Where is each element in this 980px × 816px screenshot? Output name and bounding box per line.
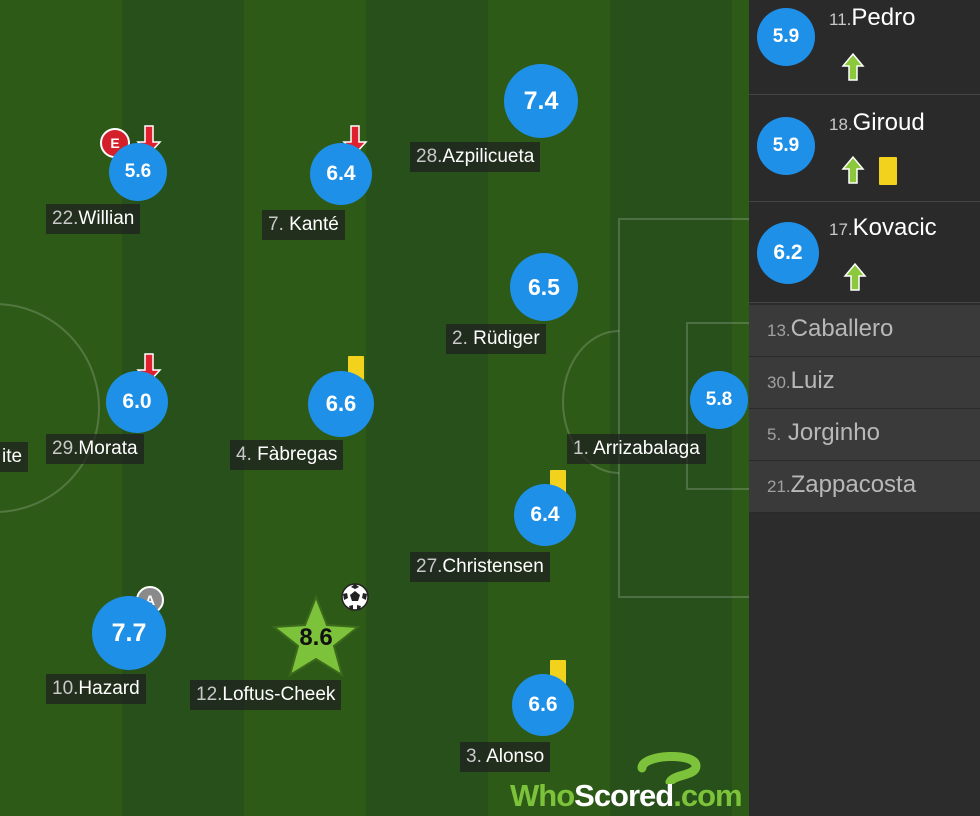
logo-text-who: Who [510,778,575,813]
rating-bubble: 6.0 [106,371,168,433]
substitute-row[interactable]: 5.9 18.Giroud [749,95,980,202]
question-mark-logo-icon [637,752,701,784]
player-label: 2. Rüdiger [446,324,546,354]
sub-on-arrow-icon [841,155,865,184]
player-label: 1. Arrizabalaga [567,434,706,464]
rating-bubble: 7.4 [504,64,578,138]
sub-on-arrow-icon [841,52,865,81]
player-label: 7. Kanté [262,210,345,240]
logo-text-scored: Scored [574,778,674,813]
rating-bubble: 5.9 [757,117,815,175]
rating-bubble: 5.6 [109,143,167,201]
logo-text-dot: .com [673,778,742,813]
substitutes-panel: 5.9 11.Pedro 5.9 18.Giroud 6.2 17.Kovaci… [749,0,980,816]
yellow-card-icon [879,157,897,185]
player-label: 28.Azpilicueta [410,142,541,172]
player-label: 4. Fàbregas [230,440,344,470]
player-label: 3. Alonso [460,742,551,772]
rating-bubble: 6.4 [514,484,576,546]
center-circle [0,303,100,513]
player-name: 5. Jorginho [767,419,880,446]
substitute-row[interactable]: 6.2 17.Kovacic [749,202,980,303]
rating-bubble: 6.4 [310,143,372,205]
whoscored-logo: WhoScored.com [510,748,743,813]
rating-bubble: 7.7 [92,596,166,670]
player-name: 18.Giroud [829,109,925,136]
bench-row[interactable]: 5. Jorginho [749,409,980,461]
player-name: 11.Pedro [829,4,916,31]
player-label-partial: ite [0,442,29,472]
player-name: 30.Luiz [767,367,835,394]
rating-value: 8.6 [299,624,333,651]
player-label: 22.Willian [46,204,141,234]
sub-on-arrow-icon [843,262,867,291]
bench-row[interactable]: 21.Zappacosta [749,461,980,513]
bench-row[interactable]: 13.Caballero [749,305,980,357]
rating-bubble: 6.6 [512,674,574,736]
rating-bubble: 5.8 [690,371,748,429]
player-label: 12.Loftus-Cheek [190,680,342,710]
rating-bubble: 5.9 [757,8,815,66]
rating-bubble: 6.5 [510,253,578,321]
player-name: 21.Zappacosta [767,471,917,498]
bench-row[interactable]: 30.Luiz [749,357,980,409]
player-name: 17.Kovacic [829,214,937,241]
player-label: 29.Morata [46,434,144,464]
goal-ball-icon [341,583,369,611]
goal-area [686,322,749,490]
penalty-box [618,218,749,598]
rating-bubble: 6.6 [308,371,374,437]
rating-bubble: 6.2 [757,222,819,284]
player-label: 10.Hazard [46,674,146,704]
player-name: 13.Caballero [767,315,894,342]
man-of-the-match-star-icon [271,594,361,678]
pitch: ite E 5.6 22.Willian 6.4 7. Kanté 7.4 28… [0,0,749,816]
substitute-row[interactable]: 5.9 11.Pedro [749,0,980,95]
player-label: 27.Christensen [410,552,550,582]
